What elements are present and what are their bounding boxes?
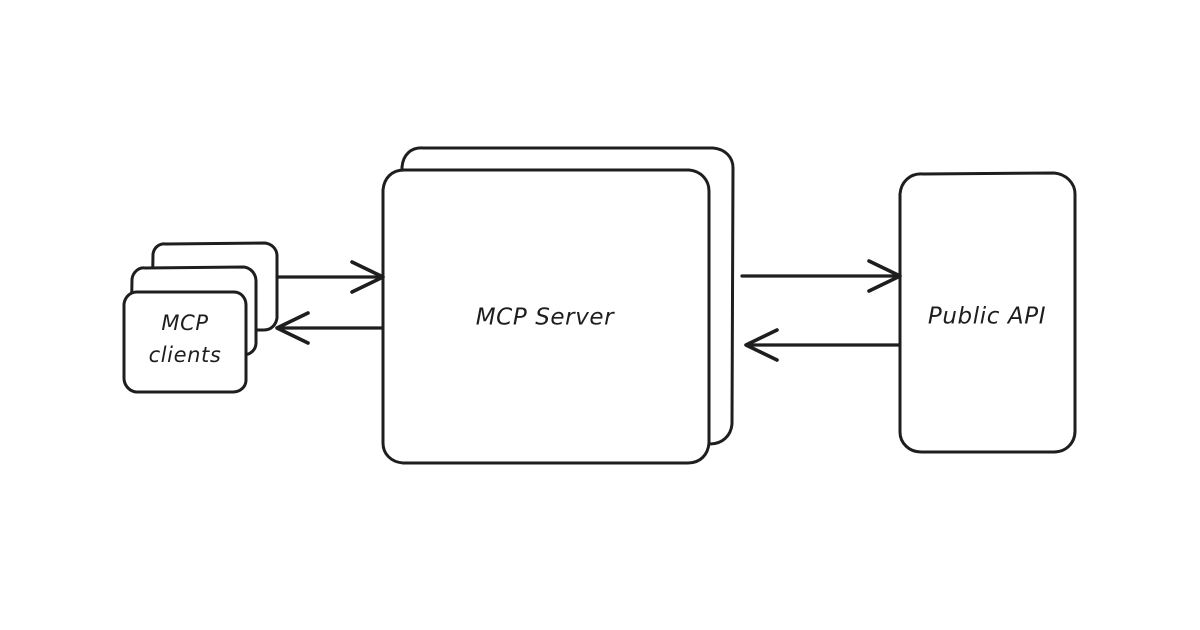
- edge-server-to-api-arrowhead: [867, 259, 902, 293]
- edge-server-to-clients: [275, 311, 385, 345]
- node-mcp-clients[interactable]: MCP clients: [122, 241, 279, 394]
- public-api-card: [898, 171, 1077, 454]
- edge-server-to-clients-arrowhead: [275, 311, 310, 345]
- edge-api-to-server-arrowhead: [744, 328, 779, 362]
- mcp-server-card-front: [381, 168, 711, 465]
- mcp-server-label: MCP Server: [476, 305, 615, 331]
- mcp-clients-card-front: [122, 290, 248, 394]
- edge-clients-to-server: [275, 260, 385, 294]
- edge-server-to-api: [740, 259, 902, 293]
- node-public-api[interactable]: Public API: [898, 171, 1077, 454]
- edge-clients-to-server-arrowhead: [350, 260, 385, 294]
- node-mcp-server[interactable]: MCP Server: [381, 146, 735, 465]
- mcp-clients-label-line2: clients: [149, 343, 222, 367]
- public-api-label: Public API: [928, 304, 1046, 330]
- mcp-clients-label-line1: MCP: [161, 311, 208, 335]
- edge-api-to-server: [744, 328, 901, 362]
